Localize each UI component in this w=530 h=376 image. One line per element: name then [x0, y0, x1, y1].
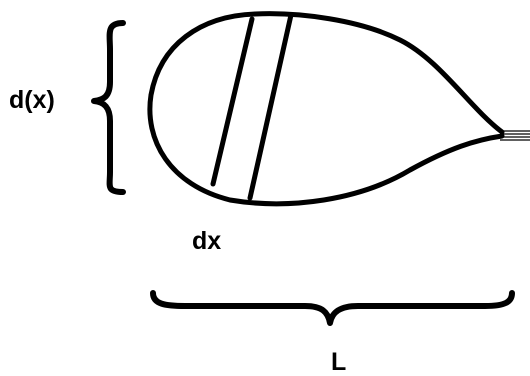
- length-brace: [153, 293, 512, 323]
- diameter-label: d(x): [9, 88, 55, 113]
- slice-left-edge: [213, 19, 252, 184]
- diameter-brace: [94, 23, 123, 192]
- slice-right-edge: [250, 15, 291, 198]
- slice-width-label: dx: [192, 229, 221, 254]
- tail-lines: [500, 131, 530, 140]
- body-outline: [150, 14, 502, 204]
- length-label: L: [331, 350, 346, 375]
